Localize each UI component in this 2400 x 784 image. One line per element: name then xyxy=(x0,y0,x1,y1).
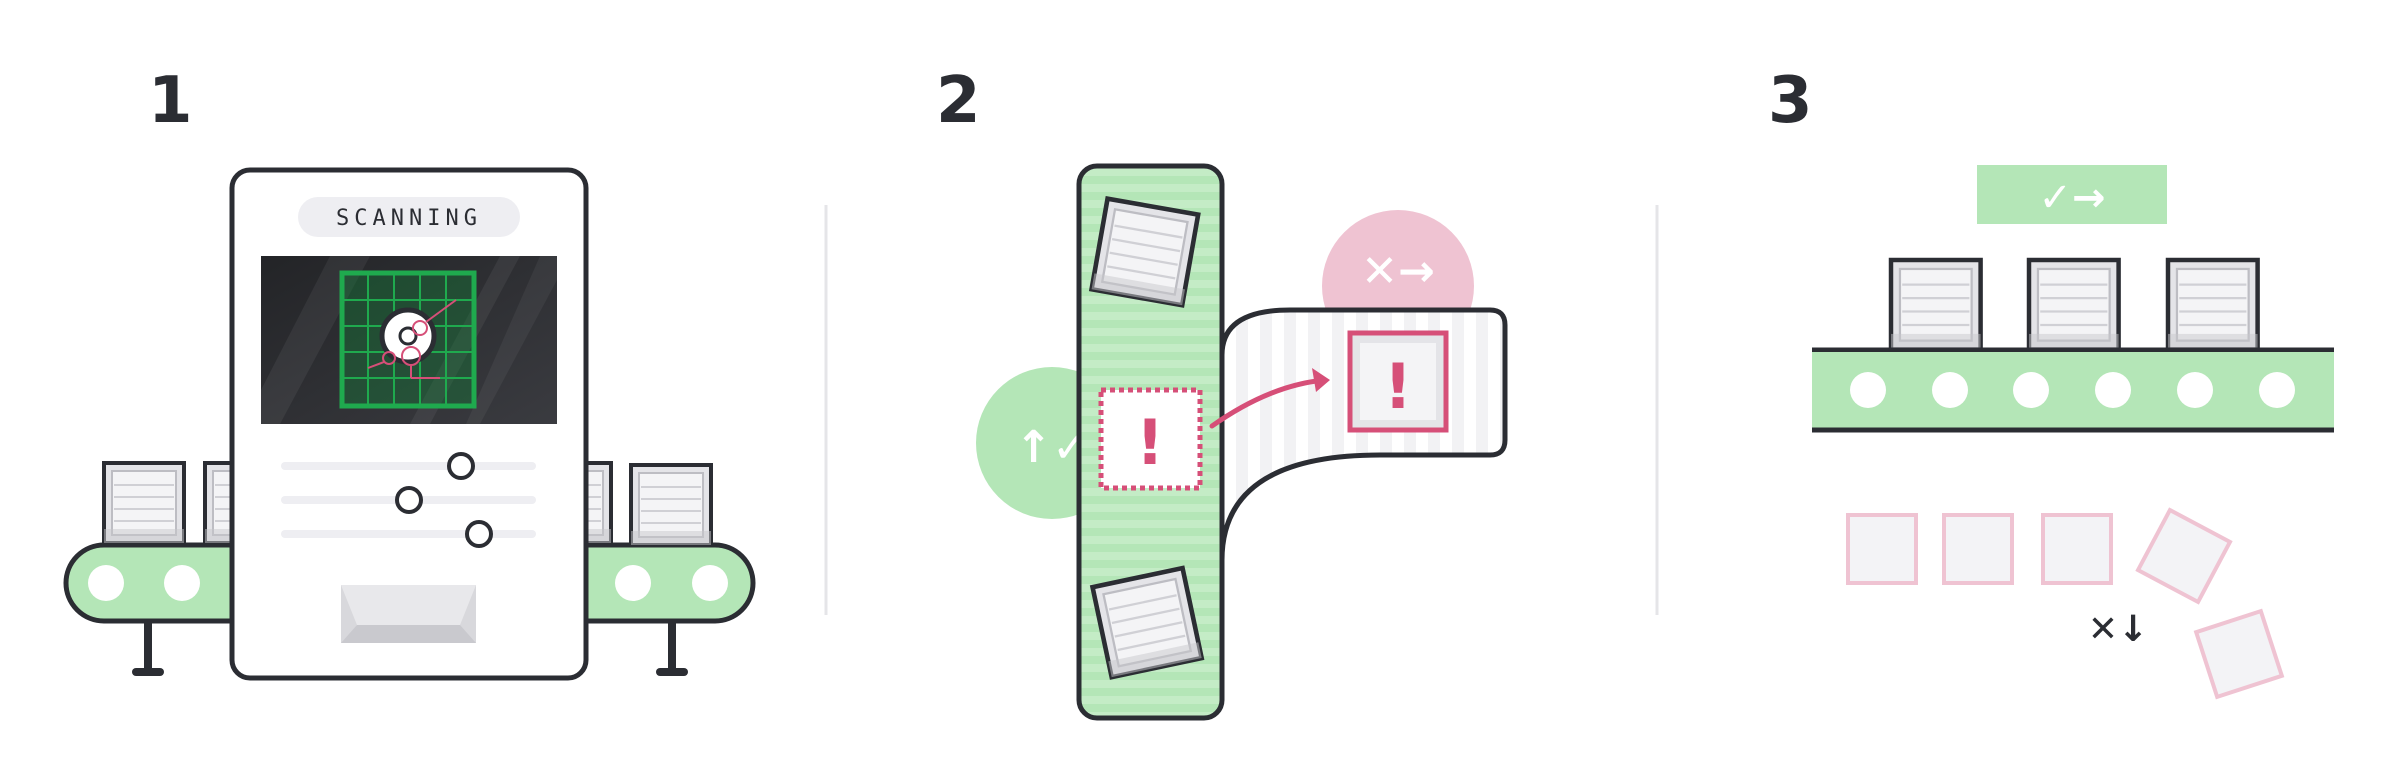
crate-icon xyxy=(629,463,713,547)
crate-icon xyxy=(2168,260,2258,350)
flagged-crate: ! xyxy=(1098,387,1203,491)
slider-knob xyxy=(465,520,493,548)
belt-roller xyxy=(2259,372,2295,408)
belt-roller xyxy=(1850,372,1886,408)
alert-icon: ! xyxy=(1136,406,1164,479)
main-vertical-belt: ! xyxy=(1076,163,1225,721)
alert-icon: ! xyxy=(1384,350,1412,423)
step-2-number: 2 xyxy=(936,64,981,138)
belt-roller xyxy=(1932,372,1968,408)
scanning-label: SCANNING xyxy=(336,206,482,231)
conveyor-belt-left xyxy=(63,461,287,676)
crate-icon xyxy=(1093,568,1202,677)
redirect-arrow xyxy=(1209,368,1330,429)
scanner-machine: SCANNING xyxy=(229,167,589,681)
scanning-label-pill xyxy=(298,197,520,237)
step-1-number: 1 xyxy=(148,64,193,138)
belt-roller xyxy=(615,565,651,601)
cross-down-icon: ✕↓ xyxy=(2088,609,2148,650)
output-belt xyxy=(1812,347,2334,433)
crate-icon xyxy=(2029,260,2119,350)
rejected-crate-outline xyxy=(2135,507,2233,605)
belt-roller xyxy=(2177,372,2213,408)
check-arrow-icon: ✓→ xyxy=(2038,175,2105,221)
belt-roller xyxy=(2013,372,2049,408)
step-3-panel: 3 ✓→ ✕↓ xyxy=(1768,64,2334,700)
rejected-crates xyxy=(1846,507,2285,700)
scanner-screen xyxy=(261,256,557,424)
step-3-number: 3 xyxy=(1768,64,1813,138)
approved-badge: ✓→ xyxy=(1977,165,2167,224)
cross-arrow-icon: ✕→ xyxy=(1361,246,1435,297)
slider-knob xyxy=(395,486,423,514)
rejected-crate-outline xyxy=(2193,608,2285,700)
crate-icon xyxy=(102,461,186,545)
rejected-crate: ! xyxy=(1347,330,1449,433)
rejected-crate-outline xyxy=(2041,513,2113,585)
belt-roller xyxy=(164,565,200,601)
conveyor-belt-right xyxy=(529,461,756,676)
rejected-crate-outline xyxy=(1846,513,1918,585)
output-chute xyxy=(341,585,476,643)
crate-icon xyxy=(1092,199,1199,306)
slider-knob xyxy=(447,452,475,480)
step-2-panel: 2 ↑✓ ✕→ ! xyxy=(936,64,1508,721)
crate-icon xyxy=(1891,260,1981,350)
belt-roller xyxy=(692,565,728,601)
rejected-crate-outline xyxy=(1942,513,2014,585)
control-sliders xyxy=(281,452,536,548)
step-1-panel: 1 SCANNING xyxy=(63,64,756,681)
belt-roller xyxy=(2095,372,2131,408)
belt-roller xyxy=(88,565,124,601)
